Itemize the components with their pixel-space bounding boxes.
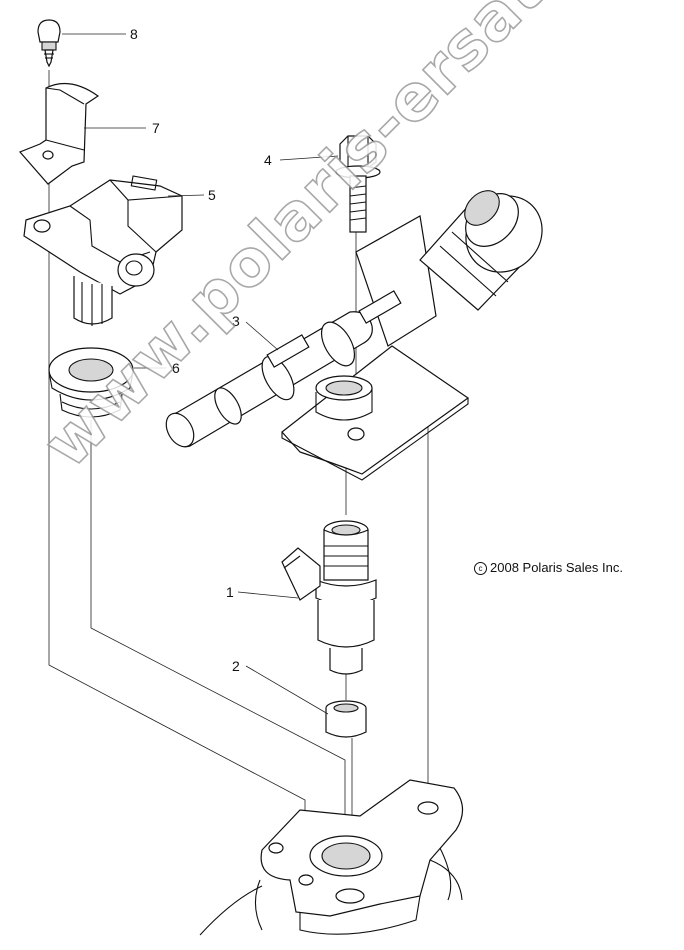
fuel-rail-part [165, 190, 543, 481]
callout-4: 4 [264, 152, 272, 168]
intake-manifold-part [199, 779, 464, 936]
callout-8: 8 [130, 26, 138, 42]
callout-1: 1 [226, 584, 234, 600]
screw-part [37, 19, 61, 68]
copyright-text: 2008 Polaris Sales Inc. [490, 560, 623, 575]
sensor-part [23, 175, 183, 326]
bracket-part [18, 82, 100, 185]
injector-part [281, 520, 377, 675]
callout-7: 7 [152, 120, 160, 136]
grommet-part [48, 347, 134, 418]
callout-3: 3 [232, 313, 240, 329]
callout-5: 5 [208, 187, 216, 203]
callout-2: 2 [232, 658, 240, 674]
callout-6: 6 [172, 360, 180, 376]
bolt-part [335, 135, 381, 233]
seal-part [325, 700, 367, 738]
copyright-icon: c [474, 562, 487, 575]
leader-lines [62, 33, 339, 715]
